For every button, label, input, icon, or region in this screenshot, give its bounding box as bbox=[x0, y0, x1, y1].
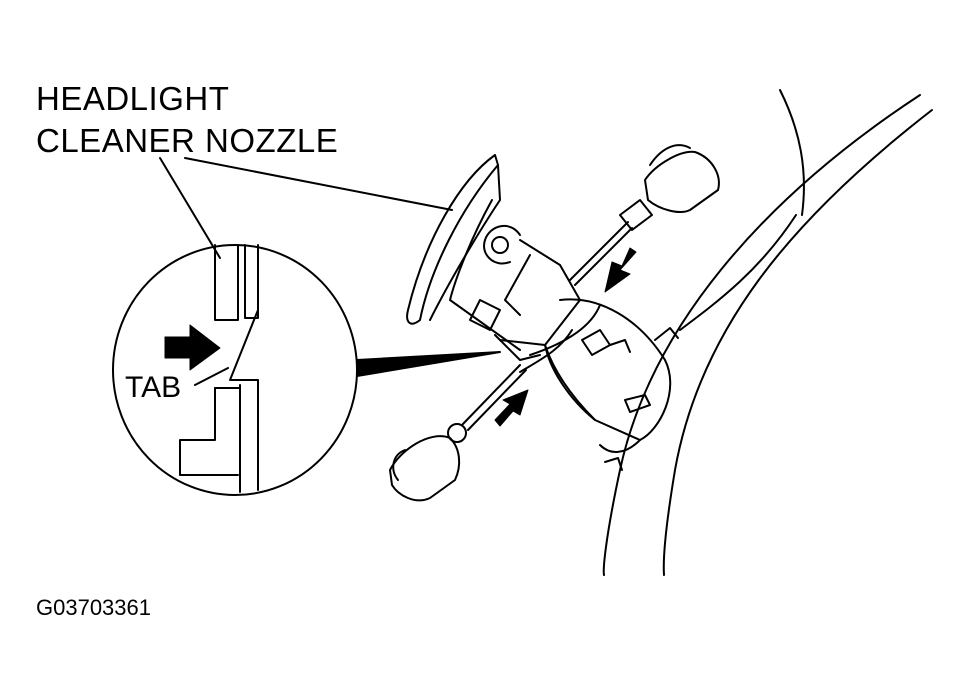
nozzle-assembly bbox=[406, 154, 679, 471]
push-arrow-icon bbox=[604, 247, 637, 293]
detail-pointer bbox=[356, 351, 501, 377]
push-arrow-icon bbox=[164, 324, 221, 371]
tab-label: TAB bbox=[125, 371, 182, 404]
push-arrow-icon bbox=[494, 389, 529, 427]
nozzle-title-line-2: CLEANER NOZZLE bbox=[36, 122, 339, 159]
bumper-contour bbox=[602, 89, 933, 576]
screwdriver-icon bbox=[569, 144, 720, 286]
leader-lines bbox=[159, 157, 453, 259]
nozzle-title-line-1: HEADLIGHT bbox=[36, 80, 230, 117]
detail-circle bbox=[112, 244, 358, 496]
screwdriver-icon bbox=[389, 364, 527, 502]
figure-code: G03703361 bbox=[36, 595, 151, 620]
